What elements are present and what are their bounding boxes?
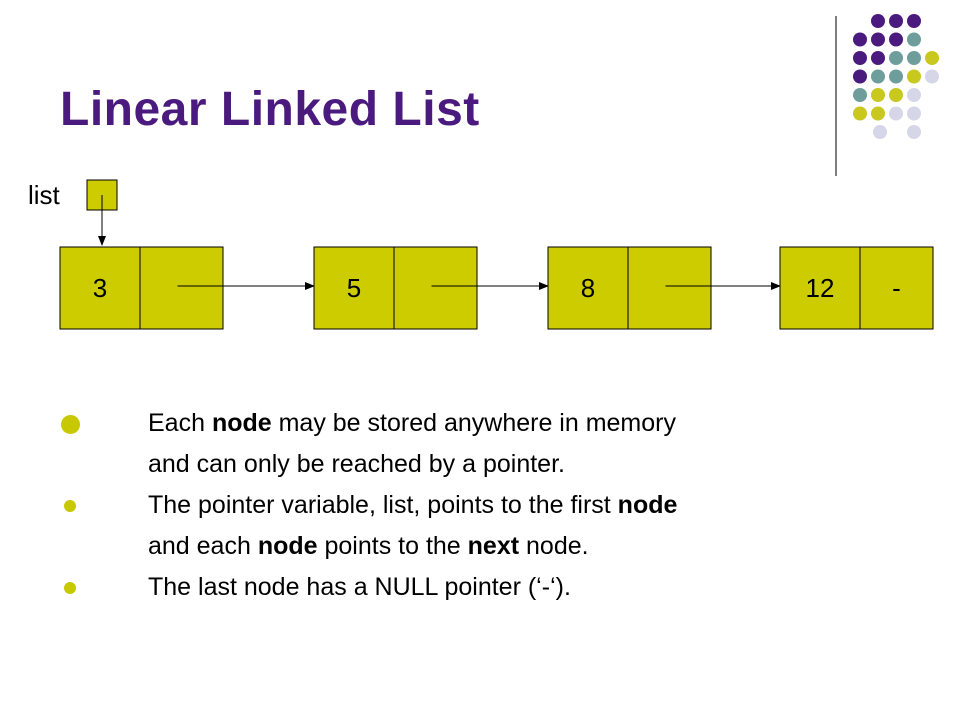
decorative-dot (853, 106, 867, 121)
node-pointer-cell (627, 246, 712, 330)
decorative-dot (907, 14, 921, 28)
decorative-dot (925, 69, 939, 84)
linked-list-diagram: 3 5 8 12 - (59, 179, 934, 330)
decorative-dot (871, 51, 885, 65)
node-value-cell (547, 246, 629, 330)
bold-term: node (617, 491, 678, 519)
bullet-list: Each node may be stored anywhere in memo… (60, 403, 920, 608)
decorative-dot (889, 14, 903, 28)
decorative-dot (853, 32, 867, 47)
decorative-dot (853, 51, 867, 65)
bold-term: node (257, 532, 318, 560)
bullet-text: and each (148, 532, 258, 560)
node-pointer-cell (393, 246, 478, 330)
decorative-dot (907, 51, 921, 65)
page-title: Linear Linked List (60, 83, 480, 136)
bullet-dot-icon (64, 500, 76, 512)
decorative-dot (889, 88, 903, 102)
decorative-dot (889, 51, 903, 65)
bullet-dot-icon (64, 582, 76, 594)
decorative-dot (871, 88, 885, 102)
decorative-dot (907, 32, 921, 47)
bullet-item: The last node has a NULL pointer (‘-‘). (60, 567, 920, 608)
node-value-cell (59, 246, 141, 330)
bullet-dot-icon (61, 415, 80, 434)
bullet-text: Each (148, 409, 212, 437)
decorative-dot (873, 125, 887, 139)
decorative-dot (907, 69, 921, 84)
bullet-line: Each node may be stored anywhere in memo… (148, 403, 920, 444)
bullet-item: The pointer variable, list, points to th… (60, 485, 920, 567)
decorative-dot (889, 69, 903, 84)
node-null-pointer-text: - (892, 273, 901, 303)
bullet-line: The pointer variable, list, points to th… (148, 485, 920, 526)
bullet-text: and can only be reached by a pointer. (148, 450, 565, 478)
node-value-text: 8 (581, 273, 595, 303)
decorative-dot (871, 106, 885, 121)
node-value-text: 5 (347, 273, 361, 303)
bullet-text: points to the (317, 532, 468, 560)
node-pointer-cell (859, 246, 934, 330)
bold-term: next (467, 532, 520, 560)
decorative-dot-grid (835, 14, 939, 176)
bold-term: node (211, 409, 272, 437)
decorative-dot (871, 14, 885, 28)
decorative-dot (853, 88, 867, 102)
bullet-item: Each node may be stored anywhere in memo… (60, 403, 920, 485)
list-pointer-label: list (28, 180, 60, 210)
decorative-dot (907, 106, 921, 121)
bullet-text: node. (519, 532, 589, 560)
bullet-line-continuation: and can only be reached by a pointer. (148, 444, 920, 485)
node-value-text: 12 (806, 273, 835, 303)
decorative-dot (853, 69, 867, 84)
decorative-dot (889, 32, 903, 47)
bullet-line: The last node has a NULL pointer (‘-‘). (148, 567, 920, 608)
decorative-dot (907, 125, 921, 139)
decorative-dot (871, 69, 885, 84)
bullet-line-continuation: and each node points to the next node. (148, 526, 920, 567)
node-value-text: 3 (93, 273, 107, 303)
bullet-text: The last node has a NULL pointer (‘-‘). (148, 573, 571, 601)
decorative-dot (907, 88, 921, 102)
bullet-text: The pointer variable, list, points to th… (148, 491, 618, 519)
decorative-dot (889, 106, 903, 121)
decorative-dot (925, 51, 939, 65)
node-value-cell (313, 246, 395, 330)
bullet-text: may be stored anywhere in memory (271, 409, 676, 437)
node-pointer-cell (139, 246, 224, 330)
decorative-dot (871, 32, 885, 47)
